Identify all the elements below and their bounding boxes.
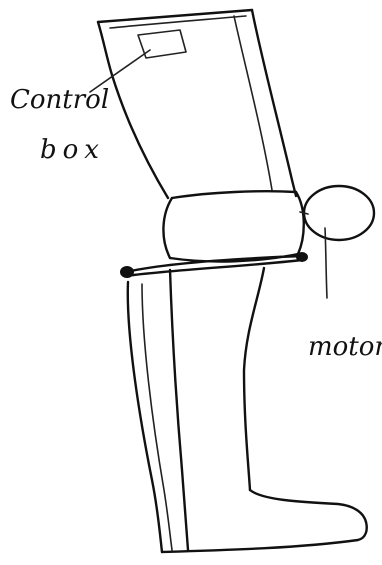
control-box-label-line2: box <box>40 135 105 165</box>
thigh-cuff <box>98 10 296 198</box>
control-box-label-line1: Control <box>10 85 109 115</box>
motor <box>300 186 374 240</box>
strap-buckle-left <box>120 266 134 278</box>
shin-boot <box>128 268 367 552</box>
knee-strap <box>120 252 308 278</box>
knee-joint <box>163 191 303 261</box>
motor-label: motor <box>308 332 382 362</box>
strap-buckle-right <box>296 252 308 262</box>
